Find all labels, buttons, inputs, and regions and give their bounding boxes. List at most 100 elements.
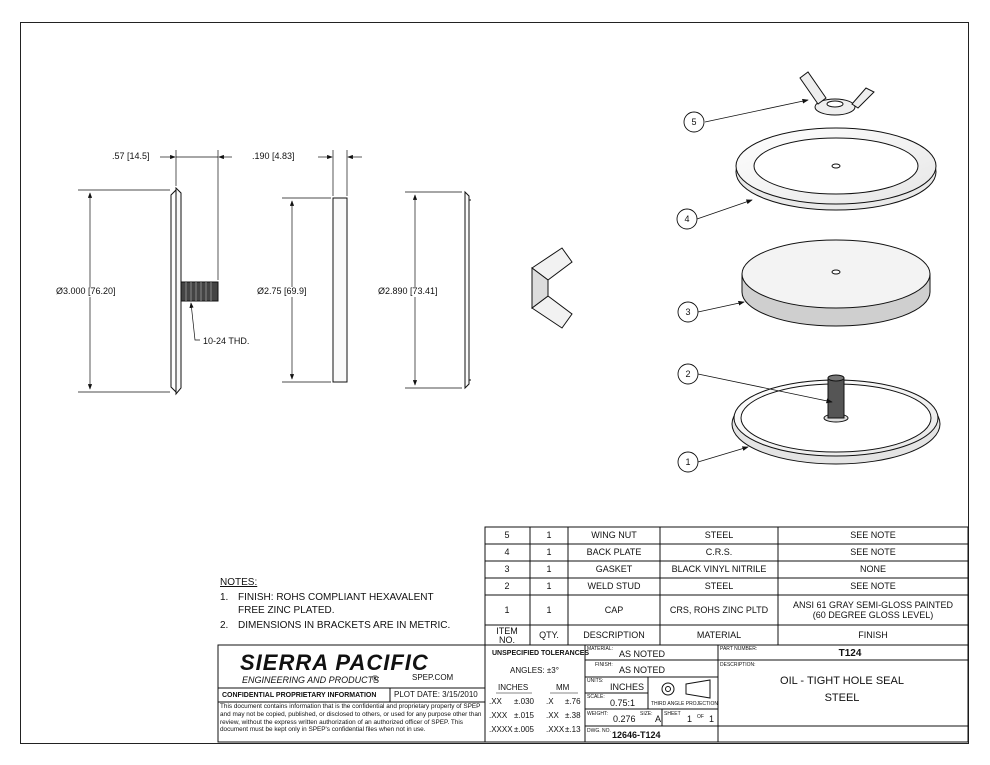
note-text: FINISH: ROHS COMPLIANT HEXAVALENT [238, 592, 434, 603]
cap-iso [731, 374, 941, 465]
tolerance-inches-label: INCHES [498, 683, 529, 692]
of-label: OF [697, 714, 704, 720]
confidential-title: CONFIDENTIAL PROPRIETARY INFORMATION [222, 692, 377, 699]
units-value: INCHES [610, 682, 645, 692]
bom-qty: 1 [546, 564, 552, 574]
tolerance-mm-label: MM [556, 683, 570, 692]
plate-diameter-dim: Ø2.890 [73.41] [378, 286, 438, 296]
bom-material: STEEL [704, 530, 734, 540]
tolerance-inch-value: ±.030 [514, 697, 534, 706]
bom-description: BACK PLATE [586, 547, 642, 557]
registered-mark-icon: ® [372, 674, 378, 683]
balloon-2: 2 [685, 369, 691, 379]
weight-value: 0.276 [613, 714, 636, 724]
bom-finish-line1: ANSI 61 GRAY SEMI-GLOSS PAINTED [792, 600, 954, 610]
bom-material: BLACK VINYL NITRILE [671, 564, 767, 574]
bom-material: CRS, ROHS ZINC PLTD [669, 605, 769, 615]
bom-item: 1 [504, 605, 510, 615]
company-website: SPEP.COM [412, 673, 454, 682]
confidential-text: This document contains information that … [220, 703, 482, 734]
material-label: MATERIAL: [587, 646, 614, 652]
company-logo-sub: ENGINEERING AND PRODUCTS [242, 675, 380, 685]
part-material: STEEL [824, 692, 860, 704]
dwg-no-label: DWG. NO. [587, 728, 611, 734]
bom-item: 3 [504, 564, 510, 574]
tolerance-mm-format: .XX [546, 711, 559, 720]
of-value: 1 [709, 714, 715, 724]
plot-date: PLOT DATE: 3/15/2010 [394, 690, 478, 699]
tolerance-angles: ANGLES: ±3° [510, 666, 559, 675]
notes-title: NOTES: [220, 577, 258, 588]
sheet-label: SHEET [664, 711, 681, 717]
tolerance-mm-value: ±.38 [565, 711, 581, 720]
note-number: 1. [220, 592, 229, 603]
cap-thickness-dim: .57 [14.5] [112, 151, 150, 161]
bom-header-no: NO. [498, 635, 516, 645]
projection-label: THIRD ANGLE PROJECTION [651, 701, 718, 707]
weight-label: WEIGHT: [587, 711, 608, 717]
note-number: 2. [220, 620, 229, 631]
note-text: DIMENSIONS IN BRACKETS ARE IN METRIC. [238, 620, 451, 631]
bom-finish: NONE [859, 564, 887, 574]
back-plate-iso [735, 127, 937, 211]
finish-value: AS NOTED [619, 665, 666, 675]
gasket-diameter-dim: Ø2.75 [69.9] [257, 286, 307, 296]
balloon-leaders [696, 98, 833, 463]
exploded-isometric-view [676, 71, 941, 473]
bom-header-material: MATERIAL [696, 630, 742, 640]
bom-finish-line2: (60 DEGREE GLOSS LEVEL) [812, 610, 934, 620]
bom-finish: SEE NOTE [850, 547, 896, 557]
bom-description: WING NUT [591, 530, 637, 540]
balloons [676, 111, 705, 473]
sheet-value: 1 [687, 714, 693, 724]
size-value: A [655, 714, 662, 724]
scale-label: SCALE: [587, 694, 605, 700]
note-text-cont: FREE ZINC PLATED. [238, 605, 335, 616]
gasket-iso [741, 239, 931, 327]
tolerance-mm-format: .XXX [546, 725, 565, 734]
tolerance-inch-value: ±.015 [514, 711, 534, 720]
tolerance-mm-format: .X [546, 697, 554, 706]
tolerance-title: UNSPECIFIED TOLERANCES [492, 650, 590, 657]
part-description: OIL - TIGHT HOLE SEAL [780, 675, 904, 687]
bom-material: STEEL [704, 581, 734, 591]
bom-item: 4 [504, 547, 510, 557]
bom-finish: SEE NOTE [850, 581, 896, 591]
bom-finish: SEE NOTE [850, 530, 896, 540]
bom-table-grid [484, 526, 969, 646]
cap-side-view [78, 150, 232, 396]
drawing-number: 12646-T124 [612, 730, 661, 740]
finish-label: FINISH: [595, 662, 613, 668]
cap-diameter-dim: Ø3.000 [76.20] [56, 286, 116, 296]
wing-nut-side-view [531, 247, 573, 329]
gasket-side-view [282, 150, 362, 383]
material-value: AS NOTED [619, 649, 666, 659]
bom-header-description: DESCRIPTION [583, 630, 645, 640]
thread-callout: 10-24 THD. [203, 336, 250, 346]
bom-description: WELD STUD [587, 581, 641, 591]
balloon-4: 4 [684, 214, 690, 224]
bom-description: CAP [604, 605, 624, 615]
title-block-grid [217, 644, 969, 743]
bom-description: GASKET [595, 564, 633, 574]
bom-header-finish: FINISH [858, 630, 888, 640]
bom-qty: 1 [546, 605, 552, 615]
tolerance-mm-value: ±.13 [565, 725, 581, 734]
company-logo-name: SIERRA PACIFIC [240, 650, 429, 675]
description-label: DESCRIPTION: [720, 662, 756, 668]
gasket-thickness-dim: .190 [4.83] [252, 151, 295, 161]
bom-item: 5 [504, 530, 510, 540]
bom-qty: 1 [546, 581, 552, 591]
bom-item: 2 [504, 581, 510, 591]
units-label: UNITS: [587, 678, 604, 684]
bom-material: C.R.S. [705, 547, 733, 557]
tolerance-inch-format: .XX [489, 697, 502, 706]
balloon-3: 3 [685, 307, 691, 317]
drawing-sheet [20, 22, 969, 744]
balloon-5: 5 [691, 117, 697, 127]
bom-qty: 1 [546, 547, 552, 557]
tolerance-mm-value: ±.76 [565, 697, 581, 706]
wing-nut-iso [799, 71, 875, 116]
balloon-1: 1 [685, 457, 691, 467]
